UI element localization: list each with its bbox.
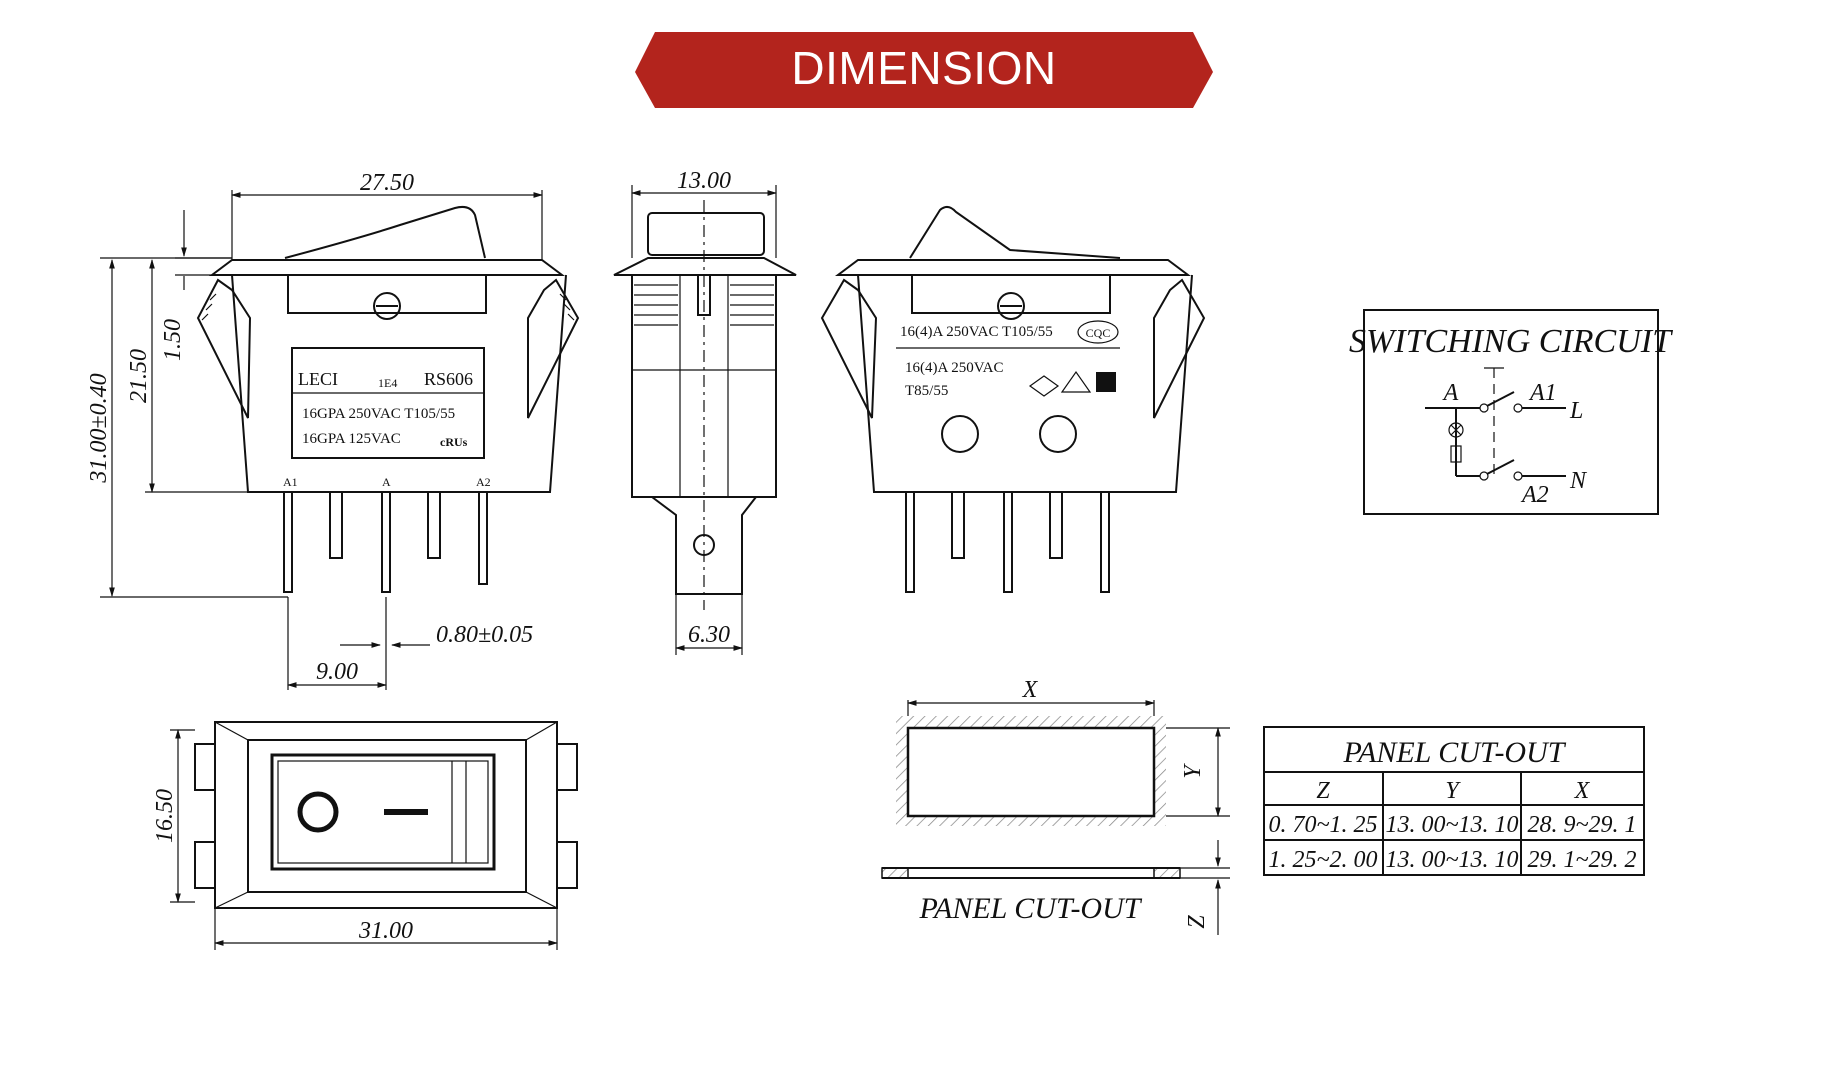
dim-top-height: 16.50	[152, 789, 178, 843]
back-pins	[905, 491, 1110, 593]
cutout-caption: PANEL CUT-OUT	[919, 892, 1143, 925]
circuit-label-n: N	[1569, 468, 1588, 494]
front-label-code: 1E4	[378, 376, 397, 390]
banner-title: DIMENSION	[791, 42, 1056, 94]
back-view: 16(4)A 250VAC T105/55 CQC 16(4)A 250VAC …	[820, 206, 1206, 593]
table-row2-x: 29. 1~29. 2	[1528, 847, 1637, 873]
table-row1-z: 0. 70~1. 25	[1269, 812, 1378, 838]
front-pins	[283, 491, 488, 593]
table-row1-y: 13. 00~13. 10	[1386, 812, 1519, 838]
dim-front-height-total: 31.00±0.40	[86, 373, 112, 483]
cutout-label-x: X	[1022, 677, 1039, 703]
table-row1-x: 28. 9~29. 1	[1528, 812, 1637, 838]
table-header-y: Y	[1445, 778, 1461, 804]
switching-circuit: SWITCHING CIRCUIT A A1 L A2 N	[1349, 309, 1673, 515]
circuit-label-a2: A2	[1520, 482, 1549, 508]
pin-a2-label: A2	[476, 475, 491, 489]
circuit-title: SWITCHING CIRCUIT	[1349, 323, 1673, 360]
dim-pin-pitch: 9.00	[316, 659, 358, 685]
pin-a1-label: A1	[283, 475, 298, 489]
cert-marks-icon	[1028, 370, 1116, 397]
dim-front-body-height: 21.50	[126, 349, 152, 403]
dim-front-width: 27.50	[360, 170, 414, 196]
front-view: LECI 1E4 RS606 16GPA 250VAC T105/55 16GP…	[86, 170, 580, 690]
top-view-latches	[194, 743, 578, 889]
side-view: 13.00 6.30	[613, 168, 797, 655]
dim-side-terminal: 6.30	[688, 622, 730, 648]
front-label-brand: LECI	[298, 369, 338, 389]
table-title: PANEL CUT-OUT	[1343, 736, 1567, 769]
top-view: 16.50 31.00	[152, 721, 578, 950]
panel-cutout-drawing: X Y Z PANEL CUT-OUT	[881, 677, 1230, 935]
table-header-x: X	[1574, 778, 1591, 804]
svg-text:cRUs: cRUs	[440, 435, 468, 449]
circuit-label-l: L	[1569, 398, 1583, 424]
table-row2-y: 13. 00~13. 10	[1386, 847, 1519, 873]
cutout-label-y: Y	[1180, 763, 1206, 779]
panel-cutout-table: PANEL CUT-OUT Z Y X 0. 70~1. 25 13. 00~1…	[1263, 726, 1645, 876]
svg-text:CQC: CQC	[1086, 326, 1111, 340]
front-label-rating2: 16GPA 125VAC	[302, 431, 401, 447]
power-off-symbol-icon	[297, 791, 339, 833]
back-rating3: T85/55	[905, 383, 948, 399]
back-rating1: 16(4)A 250VAC T105/55	[900, 324, 1053, 340]
front-label-model: RS606	[424, 369, 473, 389]
table-row2-z: 1. 25~2. 00	[1269, 847, 1378, 873]
indicator-lamp-icon	[1448, 422, 1464, 438]
ul-mark-icon: cRUs	[440, 435, 468, 449]
dim-front-step: 1.50	[160, 319, 186, 361]
back-rating2: 16(4)A 250VAC	[905, 360, 1003, 376]
cqc-mark-icon: CQC	[1077, 320, 1119, 344]
table-header-z: Z	[1316, 778, 1330, 804]
dim-side-width: 13.00	[677, 168, 731, 194]
pin-a-label: A	[382, 475, 391, 489]
cutout-label-z: Z	[1184, 915, 1210, 929]
banner-shape	[635, 32, 1213, 108]
circuit-label-a: A	[1442, 380, 1459, 406]
circuit-label-a1: A1	[1528, 380, 1557, 406]
dim-pin-thickness: 0.80±0.05	[436, 622, 533, 648]
front-label-rating1: 16GPA 250VAC T105/55	[302, 406, 455, 422]
title-banner: DIMENSION	[635, 32, 1213, 108]
dim-top-width: 31.00	[358, 918, 413, 944]
